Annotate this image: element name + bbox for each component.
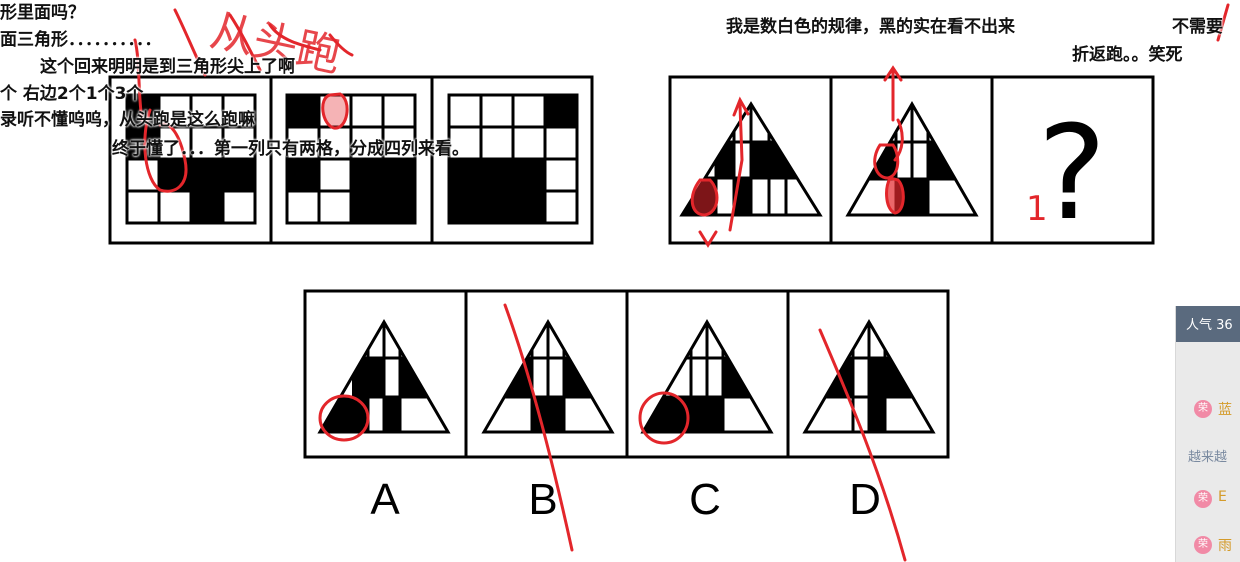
option-label-c[interactable]: C <box>689 475 721 524</box>
option-label-b[interactable]: B <box>528 475 558 524</box>
popularity-count: 人气 36 <box>1186 318 1233 333</box>
chat-message[interactable]: 荣 蓝 <box>1176 396 1240 422</box>
fan-badge-icon: 荣 <box>1194 400 1212 418</box>
danmaku-comment: 这个回来明明是到三角形尖上了啊 <box>40 57 295 77</box>
chat-message[interactable]: 越来越 <box>1188 450 1228 465</box>
danmaku-comment: 我是数白色的规律，黑的实在看不出来 <box>726 17 1015 37</box>
chat-username: E <box>1218 489 1227 505</box>
chat-username: 雨 <box>1218 538 1232 554</box>
live-panel-header: 人气 36 <box>1176 306 1240 342</box>
grid-panel-1 <box>125 93 257 225</box>
danmaku-comment: 不需要 <box>1172 17 1223 37</box>
live-chat-panel[interactable]: 人气 36 荣 蓝 越来越 荣 E 荣 雨 <box>1175 306 1240 562</box>
option-label-a[interactable]: A <box>370 475 400 524</box>
handwritten-digit: 1 <box>1026 189 1048 229</box>
danmaku-comment: 形里面吗？ <box>0 3 85 23</box>
danmaku-comment: 录听不懂呜呜，从头跑是这么跑嘛 <box>0 110 255 130</box>
danmaku-comment: 个 右边2个1个3个 <box>0 84 144 104</box>
danmaku-comment: 终于懂了．．．第一列只有两格，分成四列来看。 <box>112 139 469 159</box>
chat-message[interactable]: 荣 雨 <box>1176 532 1240 558</box>
grid-panel-2 <box>285 93 417 225</box>
danmaku-comment: 面三角形．．．．．．．．．． <box>0 30 162 50</box>
option-label-d[interactable]: D <box>849 475 881 524</box>
fan-badge-icon: 荣 <box>1194 490 1212 508</box>
question-mark: ? <box>1038 97 1107 249</box>
grid-panel-3 <box>447 93 579 225</box>
chat-message[interactable]: 荣 E <box>1176 486 1240 512</box>
chat-username: 蓝 <box>1218 402 1232 418</box>
danmaku-comment: 折返跑。。笑死 <box>1072 45 1183 65</box>
red-annotations <box>133 3 1230 562</box>
fan-badge-icon: 荣 <box>1194 536 1212 554</box>
